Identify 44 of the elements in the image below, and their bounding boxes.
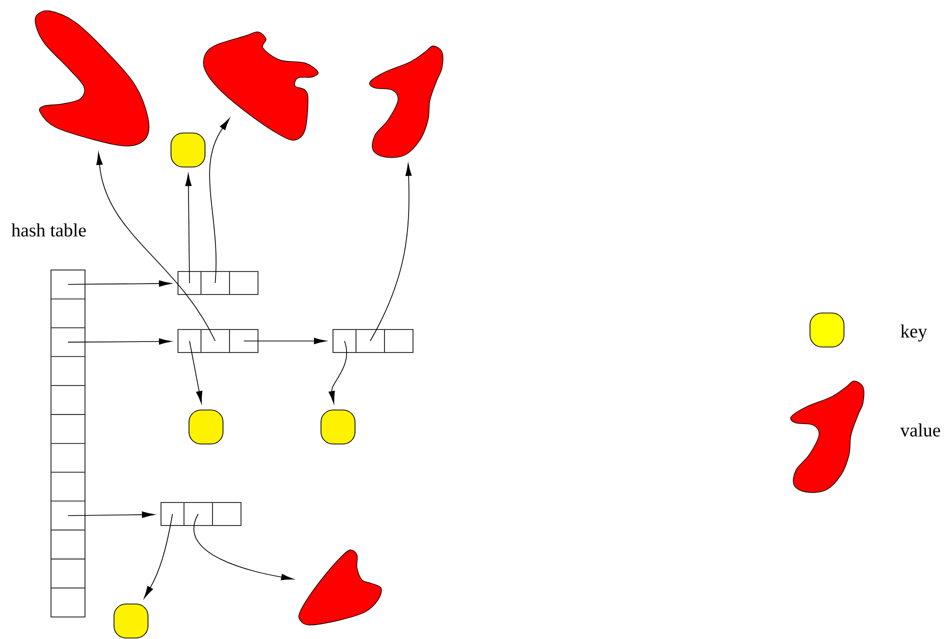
- pointer-arrow: [370, 164, 412, 342]
- table-slot: [50, 298, 86, 328]
- pointer-arrow: [194, 514, 294, 580]
- pointer-arrow: [68, 338, 172, 345]
- record-field: [229, 329, 258, 353]
- pointer-arrow: [144, 514, 173, 598]
- value-blob: [298, 550, 382, 626]
- table-slot: [50, 356, 86, 386]
- legend-label: key: [900, 324, 928, 342]
- pointer-arrow: [189, 340, 202, 404]
- table-slot: [50, 500, 86, 530]
- record-field: [178, 271, 202, 295]
- record-field: [200, 329, 230, 353]
- record-field: [332, 329, 356, 353]
- table-slot: [50, 270, 86, 300]
- value-blob: [369, 46, 444, 158]
- record-field: [178, 329, 202, 353]
- pointer-arrow: [68, 512, 154, 518]
- record-field: [384, 329, 414, 353]
- legend-label: value: [900, 423, 940, 437]
- record-field: [160, 502, 184, 526]
- key-square: [114, 604, 148, 638]
- table-label: hash table: [11, 223, 86, 237]
- pointer-arrow: [328, 340, 348, 404]
- pointer-arrow: [185, 174, 192, 284]
- record-field: [212, 502, 242, 526]
- pointer-arrow: [96, 152, 216, 342]
- table-slot: [50, 472, 86, 502]
- table-slot: [50, 588, 86, 618]
- table-slot: [50, 530, 86, 560]
- table-slot: [50, 414, 86, 444]
- pointer-arrow: [243, 338, 326, 344]
- record-field: [229, 271, 258, 295]
- record-field: [356, 329, 385, 353]
- pointer-arrow: [209, 118, 230, 284]
- table-slot: [50, 327, 86, 358]
- table-slot: [50, 385, 86, 415]
- record-field: [200, 271, 230, 295]
- table-slot: [50, 558, 86, 588]
- pointer-arrow: [68, 280, 172, 287]
- table-slot: [50, 442, 86, 473]
- value-blob: [203, 32, 319, 141]
- value-blob: [34, 10, 150, 146]
- record-field: [184, 502, 213, 526]
